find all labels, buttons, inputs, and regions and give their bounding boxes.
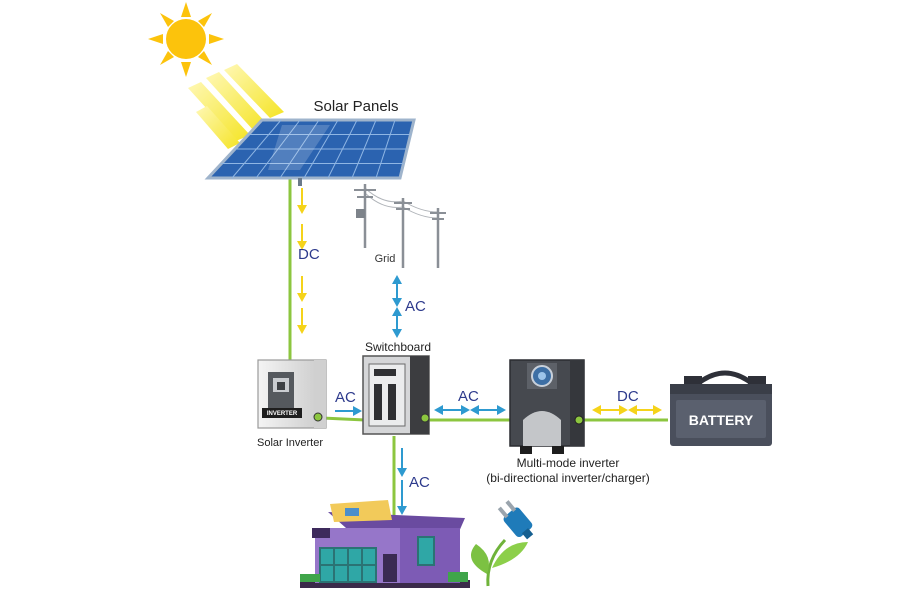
dc-arrow-head xyxy=(297,205,307,214)
flow-label-switchboard-multimode: AC xyxy=(458,388,479,405)
dc-arrow-battery xyxy=(592,405,662,415)
flow-label-inverter-switchboard: AC xyxy=(335,389,356,406)
sun-rays xyxy=(188,64,284,149)
grid-label: Grid xyxy=(375,253,396,265)
switchboard-box xyxy=(362,355,430,435)
wire-inverter-switchboard xyxy=(321,416,366,422)
battery-icon: BATTERY xyxy=(670,370,772,446)
flow-label-switchboard-house: AC xyxy=(409,474,430,491)
dc-arrow-head xyxy=(297,241,307,250)
multimode-inverter-box xyxy=(509,359,585,454)
ac-arrow-inverter xyxy=(335,406,362,416)
solar-panel xyxy=(204,118,416,186)
multimode-inverter-sublabel: (bi-directional inverter/charger) xyxy=(486,471,649,485)
power-pole-icon xyxy=(354,184,446,268)
ac-arrow-multimode xyxy=(434,405,506,415)
dc-arrows-panel xyxy=(297,188,307,334)
house-icon xyxy=(300,500,470,588)
eco-plug-icon xyxy=(470,500,534,587)
flow-label-panel-inverter: DC xyxy=(298,246,320,263)
flow-label-grid-switchboard: AC xyxy=(405,298,426,315)
panel-grid xyxy=(221,119,411,179)
dc-arrow-head xyxy=(297,293,307,302)
multimode-inverter-label: Multi-mode inverter xyxy=(517,456,620,470)
wires xyxy=(288,178,668,520)
battery-label: BATTERY xyxy=(689,412,754,428)
flow-label-multimode-battery: DC xyxy=(617,388,639,405)
sun-icon xyxy=(148,2,224,77)
dc-arrow-head xyxy=(297,325,307,334)
inverter-plate-label: INVERTER xyxy=(267,411,298,417)
solar-panels-label: Solar Panels xyxy=(313,98,398,115)
ac-arrow-grid xyxy=(392,275,402,338)
solar-inverter-box: INVERTER xyxy=(257,359,327,429)
switchboard-label: Switchboard xyxy=(365,340,431,354)
ac-arrow-house xyxy=(397,448,407,515)
solar-inverter-label: Solar Inverter xyxy=(257,437,323,449)
